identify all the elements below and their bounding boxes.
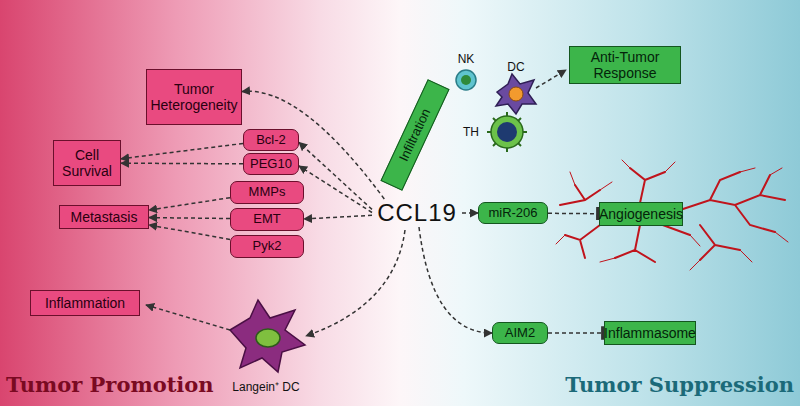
node-text: miR-206: [488, 206, 537, 221]
dendritic-cell: [496, 74, 536, 114]
t-helper-cell: [487, 112, 527, 152]
inhibition-arrow: [548, 213, 599, 215]
section-title: Tumor Suppression: [565, 372, 794, 397]
mediator-pill: Pyk2: [230, 235, 304, 258]
dashed-arrow: [299, 166, 372, 213]
node-text: Inflammasome: [604, 325, 696, 341]
node-text: Bcl-2: [256, 133, 286, 148]
infiltration-bar: Infiltration: [380, 79, 449, 191]
mediator-pill: MMPs: [230, 181, 304, 204]
dashed-arrow: [149, 225, 230, 239]
node-text: Inflammation: [45, 295, 125, 311]
dashed-arrow: [299, 142, 372, 209]
effect-box: Inflammasome: [604, 321, 696, 345]
node-text: Infiltration: [396, 106, 433, 163]
blood-vessels: [556, 160, 788, 270]
effect-box: Inflammation: [30, 290, 140, 316]
node-text: MMPs: [249, 185, 286, 200]
effect-box: Cell Survival: [53, 140, 121, 186]
node-text: Angiogenesis: [599, 206, 683, 222]
mediator-pill: Bcl-2: [243, 129, 299, 151]
nk-cell: [456, 70, 476, 90]
node-text: EMT: [253, 212, 280, 227]
node-text: Metastasis: [71, 209, 138, 225]
cell-label: Langein⁺ DC: [232, 378, 299, 395]
node-text: Pyk2: [253, 239, 282, 254]
effect-box: Tumor Heterogeneity: [146, 69, 242, 125]
dashed-arrow: [149, 217, 230, 219]
langerin-dc-cell: [230, 300, 305, 372]
mediator-pill: PEG10: [243, 153, 299, 175]
mediator-pill: miR-206: [478, 202, 548, 224]
effect-box: Angiogenesis: [599, 202, 683, 226]
node-text: PEG10: [250, 157, 292, 172]
inhibition-arrow: [548, 332, 604, 334]
section-title: Tumor Promotion: [6, 372, 214, 397]
node-text: AIM2: [505, 326, 535, 341]
dashed-arrow: [304, 215, 372, 219]
dashed-arrow: [121, 144, 243, 159]
node-text: Tumor Heterogeneity: [150, 81, 237, 113]
cell-label: NK: [458, 52, 475, 66]
dashed-arrow: [462, 212, 478, 214]
node-text: Anti-Tumor Response: [574, 49, 676, 81]
cell-label: DC: [507, 60, 524, 74]
mediator-pill: AIM2: [492, 322, 548, 344]
mediator-pill: EMT: [230, 208, 304, 231]
dashed-arrow: [121, 162, 243, 164]
node-text: Cell Survival: [58, 147, 116, 179]
chemokine-label: CCL19: [372, 199, 462, 227]
node-text: CCL19: [377, 199, 457, 227]
cell-label: TH: [463, 125, 479, 139]
dashed-arrows: [146, 70, 566, 336]
effect-box: Anti-Tumor Response: [569, 46, 681, 84]
dashed-arrow: [149, 198, 230, 210]
dashed-arrow: [419, 227, 492, 333]
effect-box: Metastasis: [59, 205, 149, 229]
